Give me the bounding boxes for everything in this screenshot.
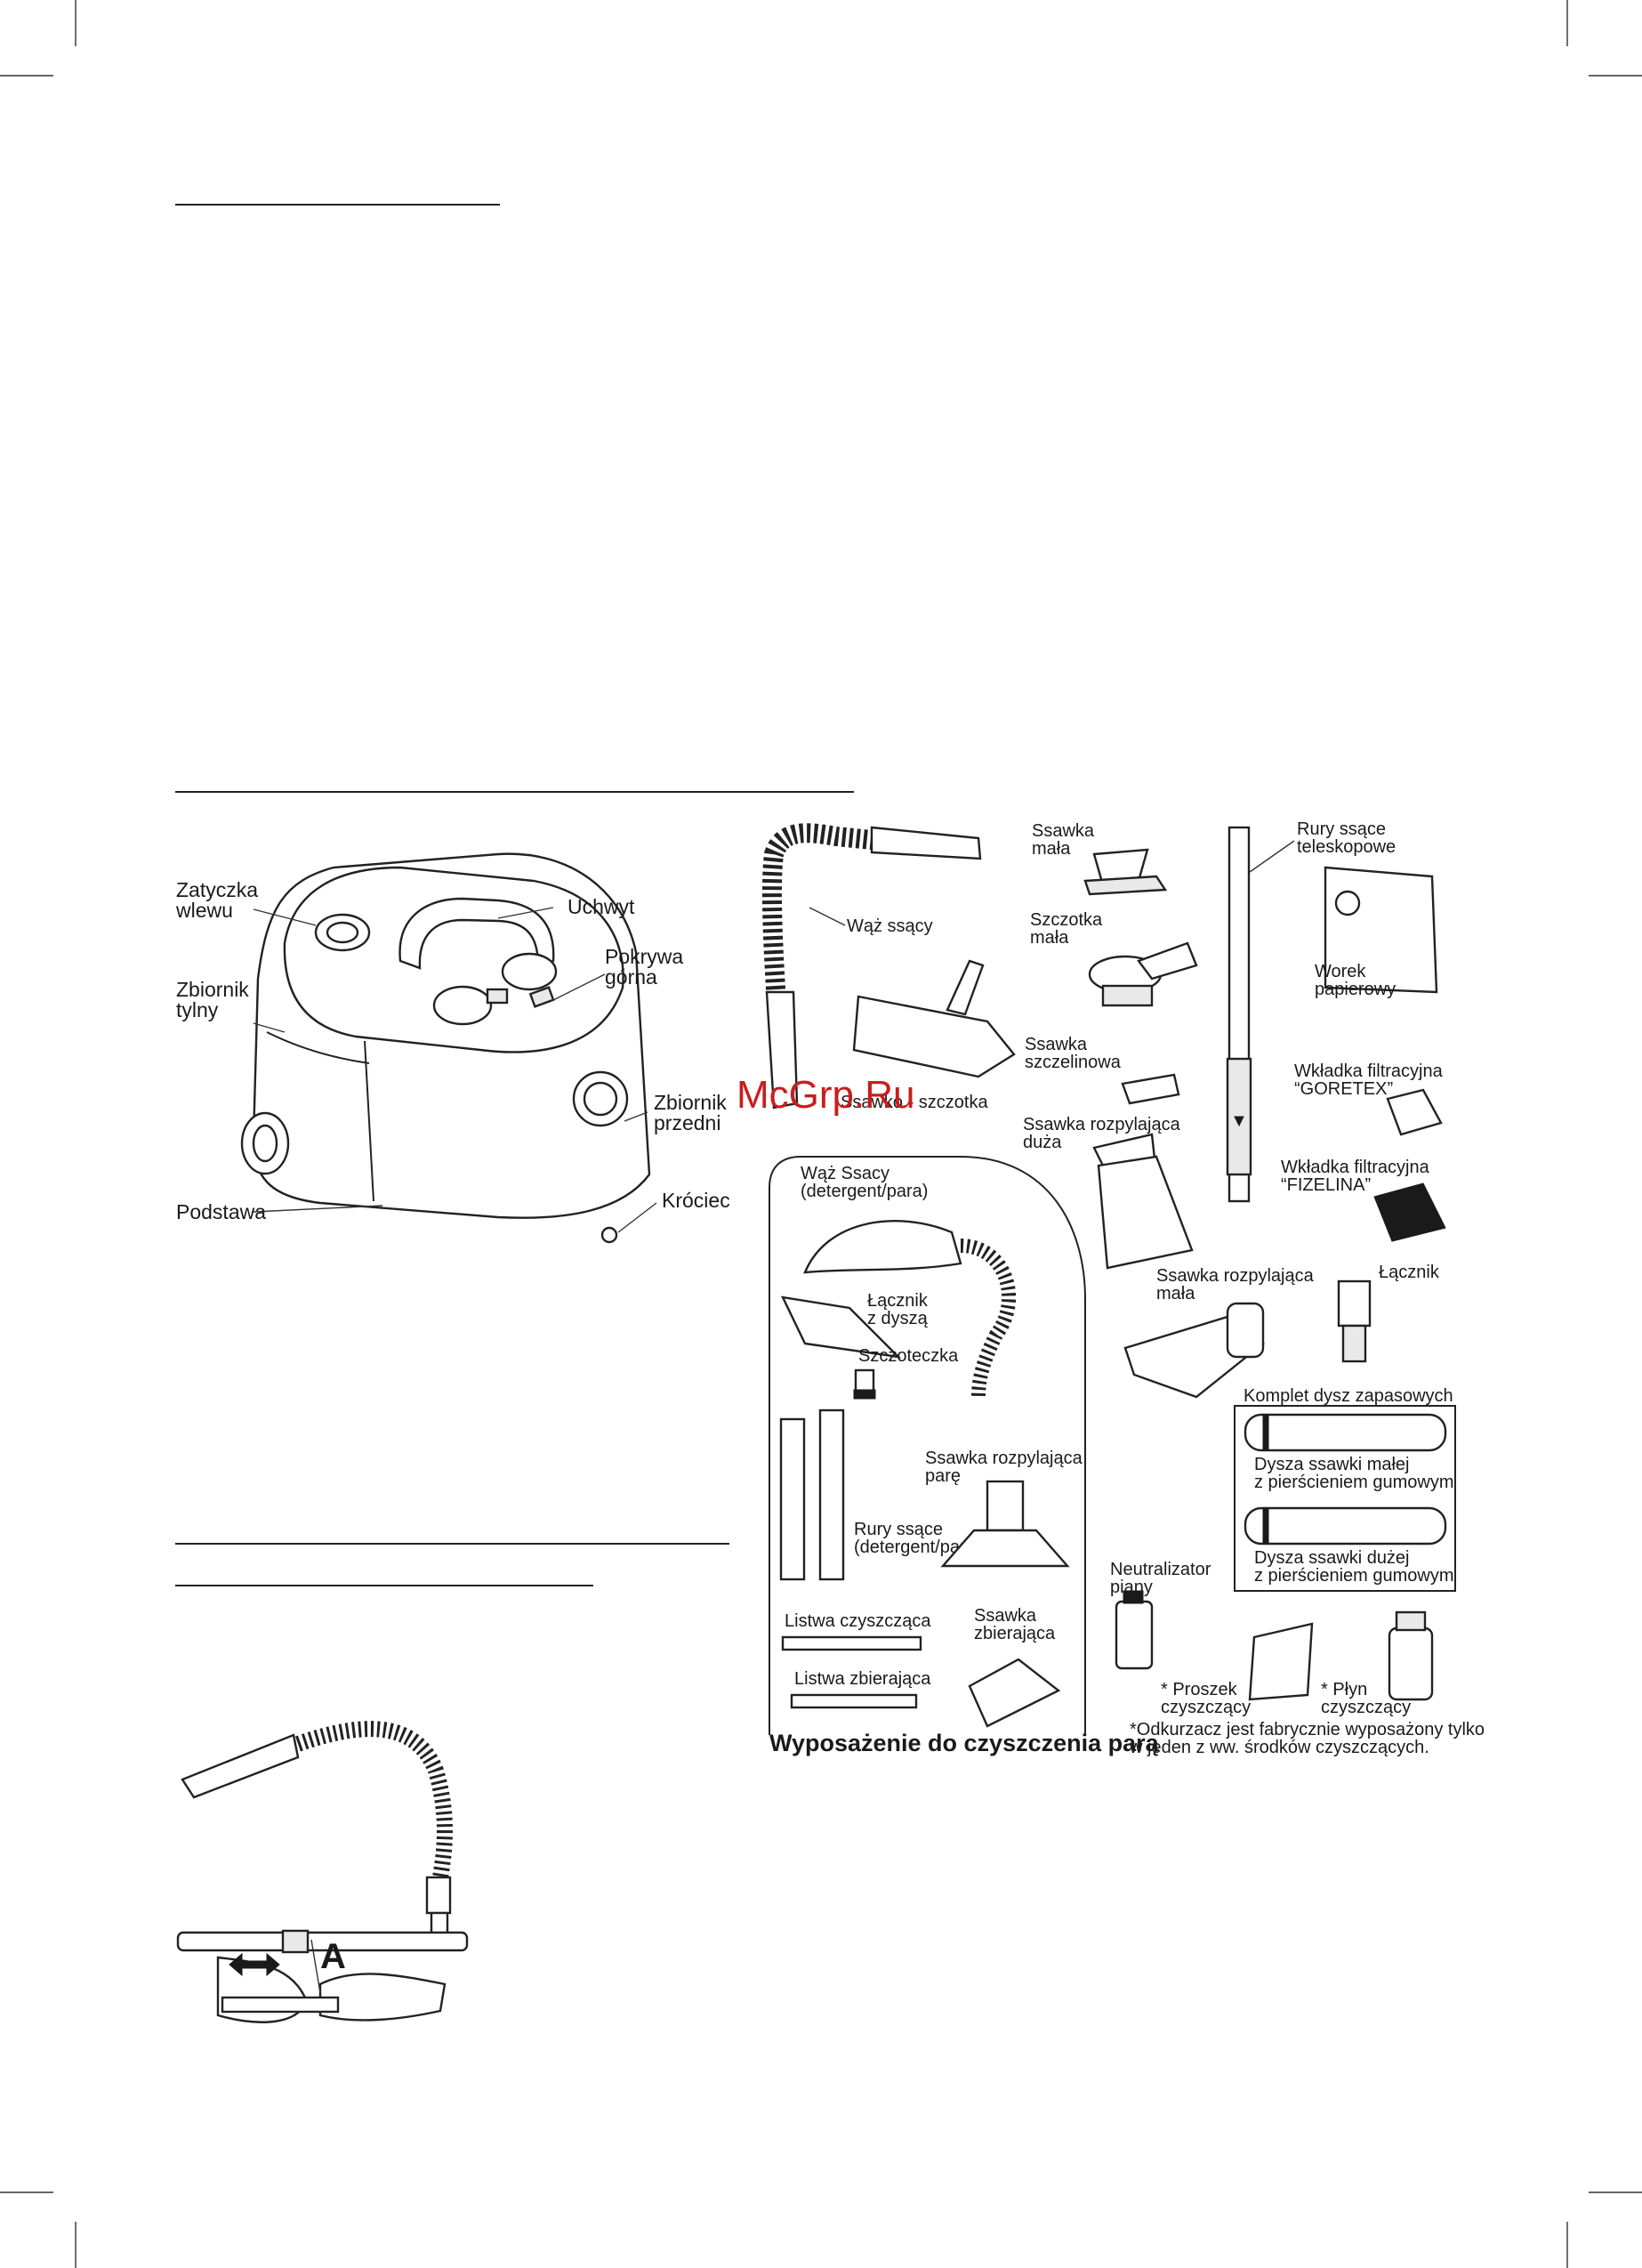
- small-brush-drawing: [1088, 941, 1198, 1007]
- connector-drawing: [1337, 1279, 1372, 1363]
- paper-bag-drawing: [1324, 866, 1438, 994]
- crevice-nozzle-drawing: [1121, 1073, 1180, 1105]
- cleaning-powder-drawing: [1248, 1622, 1314, 1701]
- collecting-strip-drawing: [790, 1693, 918, 1709]
- large-spray-nozzle-drawing: [1092, 1133, 1194, 1270]
- label-spare-set-title: Komplet dysz zapasowych: [1244, 1386, 1453, 1406]
- hose-assembly-drawing: [181, 1721, 453, 1950]
- label-base: Podstawa: [176, 1200, 266, 1223]
- label-suction-hose: Wąż ssący: [847, 916, 933, 936]
- telescopic-tube-drawing: [1226, 826, 1252, 1203]
- collecting-nozzle-drawing: [968, 1658, 1061, 1728]
- label-collecting-strip: Listwa zbierająca: [794, 1669, 931, 1689]
- label-goretex-insert: Wkładka filtracyjna“GORETEX”: [1294, 1061, 1444, 1099]
- floor-brush-drawing: [852, 959, 1016, 1078]
- foam-neutralizer-drawing: [1115, 1590, 1154, 1670]
- label-connector: Łącznik: [1379, 1263, 1440, 1282]
- small-nozzle-drawing: [1083, 848, 1168, 896]
- small-spray-nozzle-drawing: [1123, 1302, 1265, 1399]
- connector-nozzle-drawing: [780, 1295, 902, 1359]
- vacuum-leader-lines: [253, 907, 657, 1233]
- vacuum-cleaner-drawing: [240, 852, 651, 1244]
- marker-a: A: [320, 1937, 346, 1976]
- steam-brush-drawing: [853, 1368, 876, 1400]
- watermark: McGrp.Ru: [736, 1073, 914, 1117]
- steam-tubes-drawing: [779, 1408, 845, 1581]
- label-cleaning-strip: Listwa czyszcząca: [785, 1611, 931, 1631]
- label-small-steam-brush: Szczoteczka: [858, 1346, 959, 1366]
- steam-kit-caption: Wyposażenie do czyszczenia parą: [769, 1730, 1160, 1756]
- label-handle: Uchwyt: [567, 895, 635, 918]
- fizelina-insert-drawing: [1373, 1182, 1446, 1242]
- steam-kit-frame: [769, 1156, 1086, 1735]
- steam-hose-drawing: [803, 1220, 1017, 1398]
- footnote: *Odkurzacz jest fabrycznie wyposażony ty…: [1129, 1720, 1485, 1757]
- cleaning-fluid-drawing: [1388, 1610, 1434, 1701]
- telescopic-tube-assembly-drawing: [176, 1929, 469, 2023]
- section-rules: [175, 204, 854, 1586]
- spare-set-box: [1234, 1405, 1456, 1592]
- suction-hose-drawing: [761, 823, 982, 1110]
- cleaning-strip-drawing: [781, 1635, 922, 1651]
- slide-arrow-icon: [229, 1952, 280, 1977]
- label-floor-brush: Ssawko - szczotka: [841, 1093, 988, 1112]
- label-inlet: Króciec: [662, 1189, 730, 1212]
- label-fizelina-insert: Wkładka filtracyjna“FIZELINA”: [1281, 1158, 1430, 1195]
- label-steam-hose: Wąż Ssacy(detergent/para): [801, 1164, 928, 1201]
- label-steam-tubes: Rury ssące(detergent/para): [854, 1520, 981, 1557]
- goretex-insert-drawing: [1386, 1088, 1443, 1136]
- steam-spray-nozzle-drawing: [940, 1480, 1070, 1568]
